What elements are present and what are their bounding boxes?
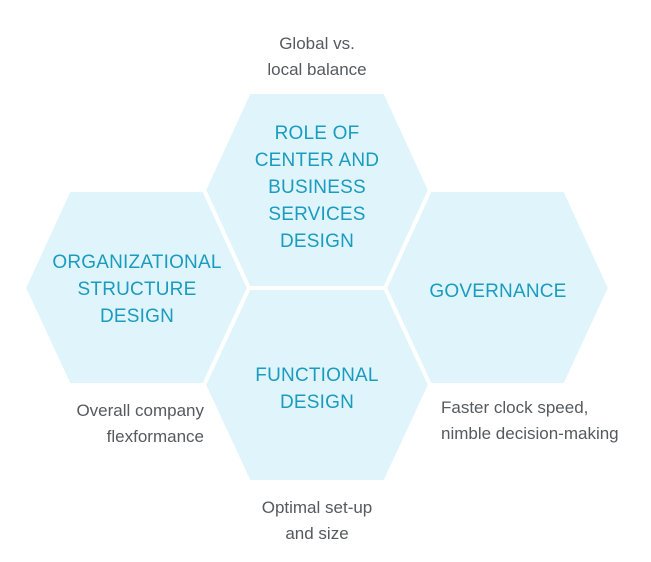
- note-overall-company-flexformance: Overall company flexformance: [76, 401, 204, 446]
- note-optimal-setup-size: Optimal set-up and size: [261, 498, 373, 543]
- hex-label-governance: GOVERNANCE: [429, 281, 567, 302]
- hex-label-organizational-structure: ORGANIZATIONAL STRUCTURE DESIGN: [52, 252, 222, 327]
- hex-label-functional-design: FUNCTIONAL DESIGN: [255, 365, 379, 413]
- note-faster-clock-speed: Faster clock speed, nimble decision-maki…: [441, 398, 619, 443]
- hex-functional-design: [201, 286, 433, 484]
- hex-label-role-of-center: ROLE OF CENTER AND BUSINESS SERVICES DES…: [254, 123, 380, 252]
- note-global-local-balance: Global vs. local balance: [267, 34, 367, 79]
